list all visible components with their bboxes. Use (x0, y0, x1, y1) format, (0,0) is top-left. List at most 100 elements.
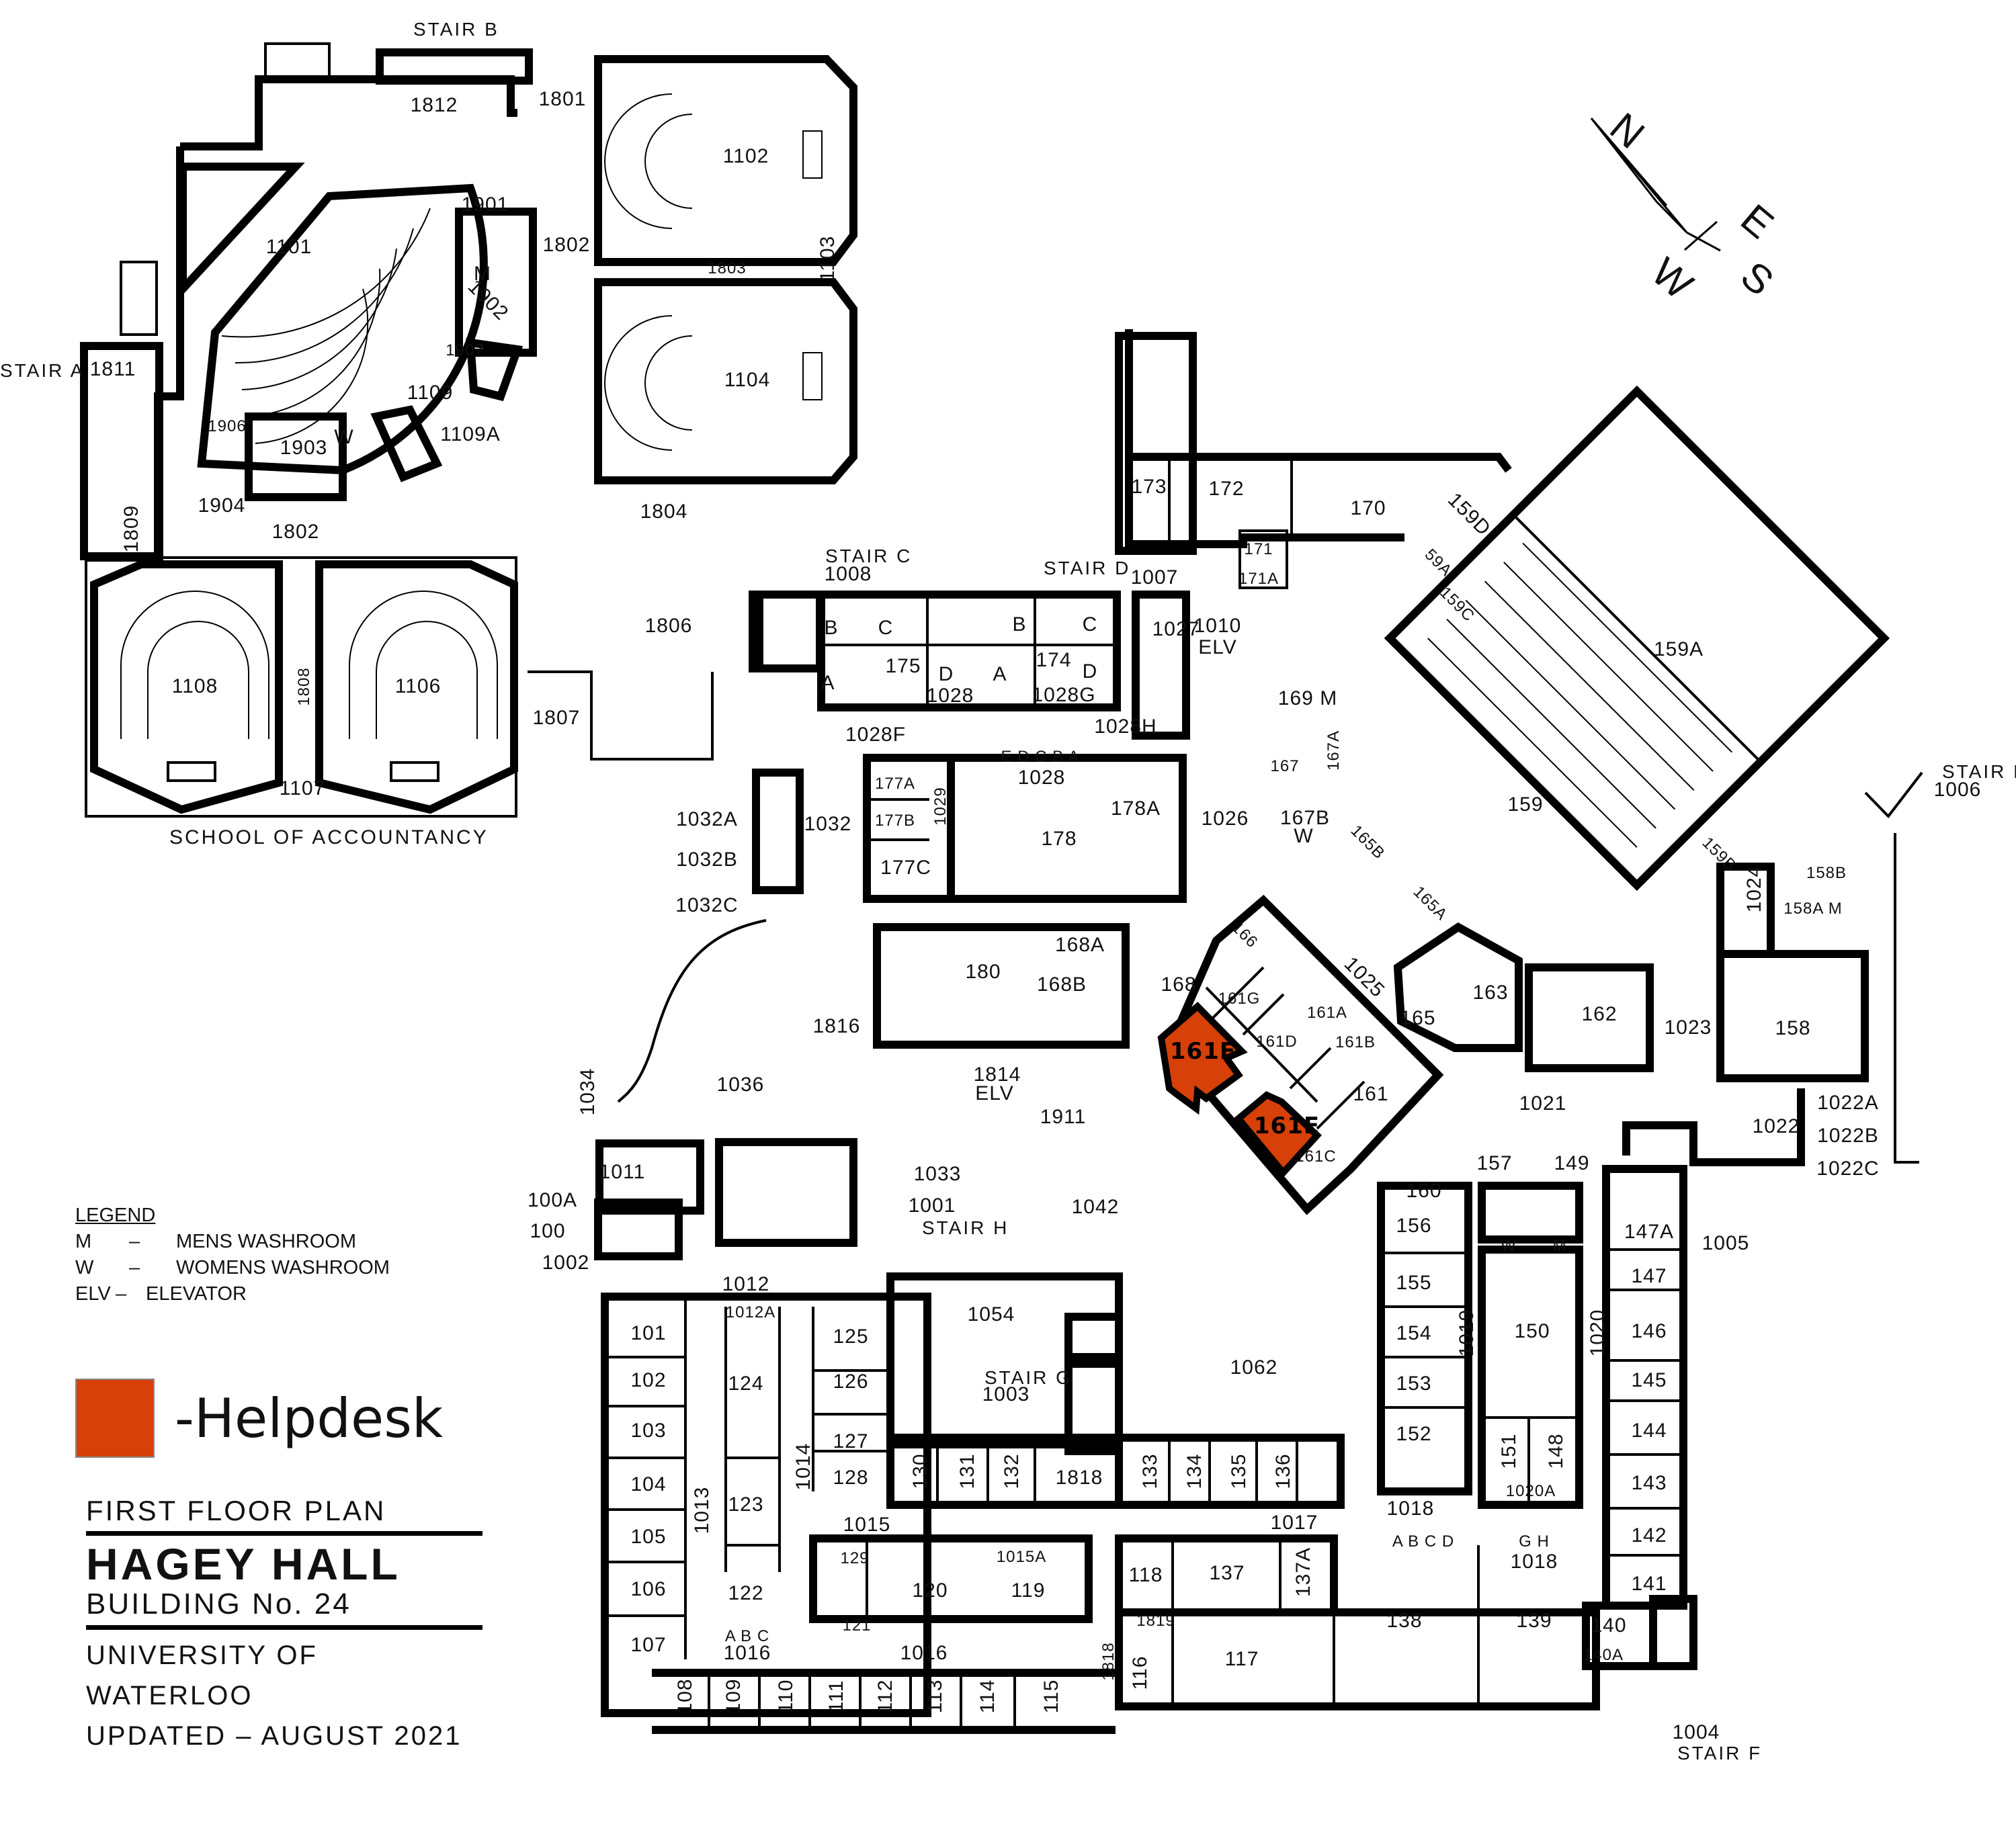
room-label: 159 (1507, 793, 1544, 816)
room-label: 1016 (723, 1642, 771, 1664)
room-label: 108 (674, 1678, 696, 1714)
room-label: 1022 (1752, 1115, 1800, 1137)
room-label: 153 (1396, 1373, 1432, 1395)
room-label: 1022C (1816, 1158, 1880, 1180)
room-label: 1028 (926, 685, 974, 707)
room-label: 1002 (542, 1252, 590, 1274)
room-label: 131 (956, 1453, 978, 1489)
room-label: 126 (833, 1371, 869, 1393)
room-label: 165 (1400, 1007, 1436, 1029)
room-label: 112 (874, 1679, 896, 1714)
room-label: 100A (527, 1189, 578, 1211)
room-label: 1018 (1510, 1551, 1558, 1573)
room-label: 1005 (1702, 1232, 1750, 1254)
room-label: 1015 (843, 1514, 891, 1536)
room-label: 123 (728, 1493, 764, 1516)
room-label: 1906 (208, 417, 247, 435)
legend-item-elevator: ELV – ELEVATOR (75, 1281, 390, 1307)
plan-name: FIRST FLOOR PLAN (86, 1495, 386, 1526)
room-label: 161D (1256, 1033, 1298, 1051)
southwest-office-wing (594, 1138, 1123, 1734)
room-label: 1029 (931, 787, 950, 826)
room-label: 178A (1110, 797, 1161, 820)
room-label: 160 (1406, 1180, 1442, 1202)
room-label: 1010 (1193, 615, 1242, 637)
legend-key: ELV (75, 1283, 111, 1305)
room-label: 1024 (1743, 865, 1765, 913)
room-label: 145 (1631, 1369, 1667, 1391)
room-label: 116 (1129, 1655, 1151, 1690)
room-label: 1101 (265, 236, 312, 258)
room-label: 1017 (1270, 1512, 1318, 1534)
room-label: 140 (1591, 1614, 1627, 1637)
room-label: 111 (825, 1680, 847, 1713)
legend-desc: WOMENS WASHROOM (176, 1257, 390, 1278)
southeast-office-wing (1115, 1088, 1805, 1710)
room-label: 174 (1036, 649, 1072, 671)
room-label: 138 (1386, 1610, 1423, 1632)
room-label: 148 (1545, 1433, 1567, 1469)
room-label: 105 (630, 1526, 667, 1548)
room-label: 106 (630, 1578, 667, 1600)
room-label: 1007 (1130, 566, 1179, 589)
room-label: 1107 (279, 777, 326, 799)
room-label: 124 (728, 1373, 764, 1395)
helpdesk-room-161F[interactable] (1157, 1002, 1248, 1115)
room-label: 110 (775, 1679, 797, 1714)
room-label: D (938, 663, 954, 685)
room-label: 114 (976, 1679, 999, 1714)
room-label: 163 (1472, 982, 1509, 1004)
legend-key: W (75, 1257, 94, 1278)
title-divider (86, 1625, 482, 1631)
helpdesk-room-161E[interactable] (1233, 1091, 1322, 1178)
room-label: 137A (1292, 1547, 1314, 1598)
room-label: 154 (1396, 1322, 1432, 1344)
wing-northwest (80, 42, 537, 562)
room-label: 129 (840, 1549, 870, 1567)
northeast-block (1125, 329, 1512, 589)
room-label: 171A (1238, 570, 1279, 588)
room-label: 1003 (982, 1383, 1030, 1405)
room-label: 151 (1498, 1433, 1520, 1469)
room-label: 1804 (640, 501, 688, 523)
legend-item-mens: M – MENS WASHROOM (75, 1229, 390, 1255)
room-label: 1028G (1032, 684, 1096, 706)
room-label: 117 (1224, 1648, 1259, 1670)
auditorium-159 (1384, 385, 1890, 892)
room-label: A (821, 672, 835, 694)
room-label: 135 (1228, 1453, 1250, 1489)
room-label: 1103 (816, 235, 839, 282)
room-label: B (1012, 613, 1027, 636)
room-label: 133 (1139, 1453, 1161, 1489)
room-label: 109 (722, 1678, 745, 1714)
room-label: 1026 (1201, 808, 1249, 830)
room-label: 1014 (792, 1442, 814, 1491)
room-label: 101 (630, 1322, 667, 1344)
room-label: 1801 (538, 88, 587, 110)
title-block: FIRST FLOOR PLAN HAGEY HALL BUILDING No.… (86, 1495, 482, 1756)
room-label: 173 (1131, 476, 1167, 498)
room-label: 1042 (1071, 1196, 1120, 1218)
legend-desc: ELEVATOR (146, 1283, 247, 1305)
room-label: 167A (1325, 730, 1343, 771)
room-label: A B C (724, 1627, 770, 1645)
room-label: 147A (1624, 1221, 1675, 1243)
room-label: 119 (1011, 1579, 1046, 1602)
room-label: 120 (912, 1579, 948, 1602)
room-label: 118 (1128, 1564, 1163, 1586)
room-label: C (1082, 613, 1098, 636)
room-label: 141 (1631, 1573, 1667, 1595)
room-label: 1054 (967, 1303, 1015, 1325)
room-label: 1807 (532, 707, 581, 729)
room-label: 103 (630, 1420, 667, 1442)
room-label: 152 (1396, 1423, 1432, 1445)
room-label: 1109A (440, 423, 501, 445)
room-label: 1013 (691, 1486, 713, 1534)
room-label: 1019 (1456, 1309, 1478, 1357)
room-label: 1021 (1519, 1092, 1567, 1115)
room-label: 162 (1581, 1003, 1618, 1025)
room-label: 1809 (120, 505, 142, 553)
stair-c-label: STAIR C (825, 546, 913, 566)
stair-a-label: STAIR A (0, 360, 85, 381)
room-label: 1818 (1099, 1642, 1118, 1681)
